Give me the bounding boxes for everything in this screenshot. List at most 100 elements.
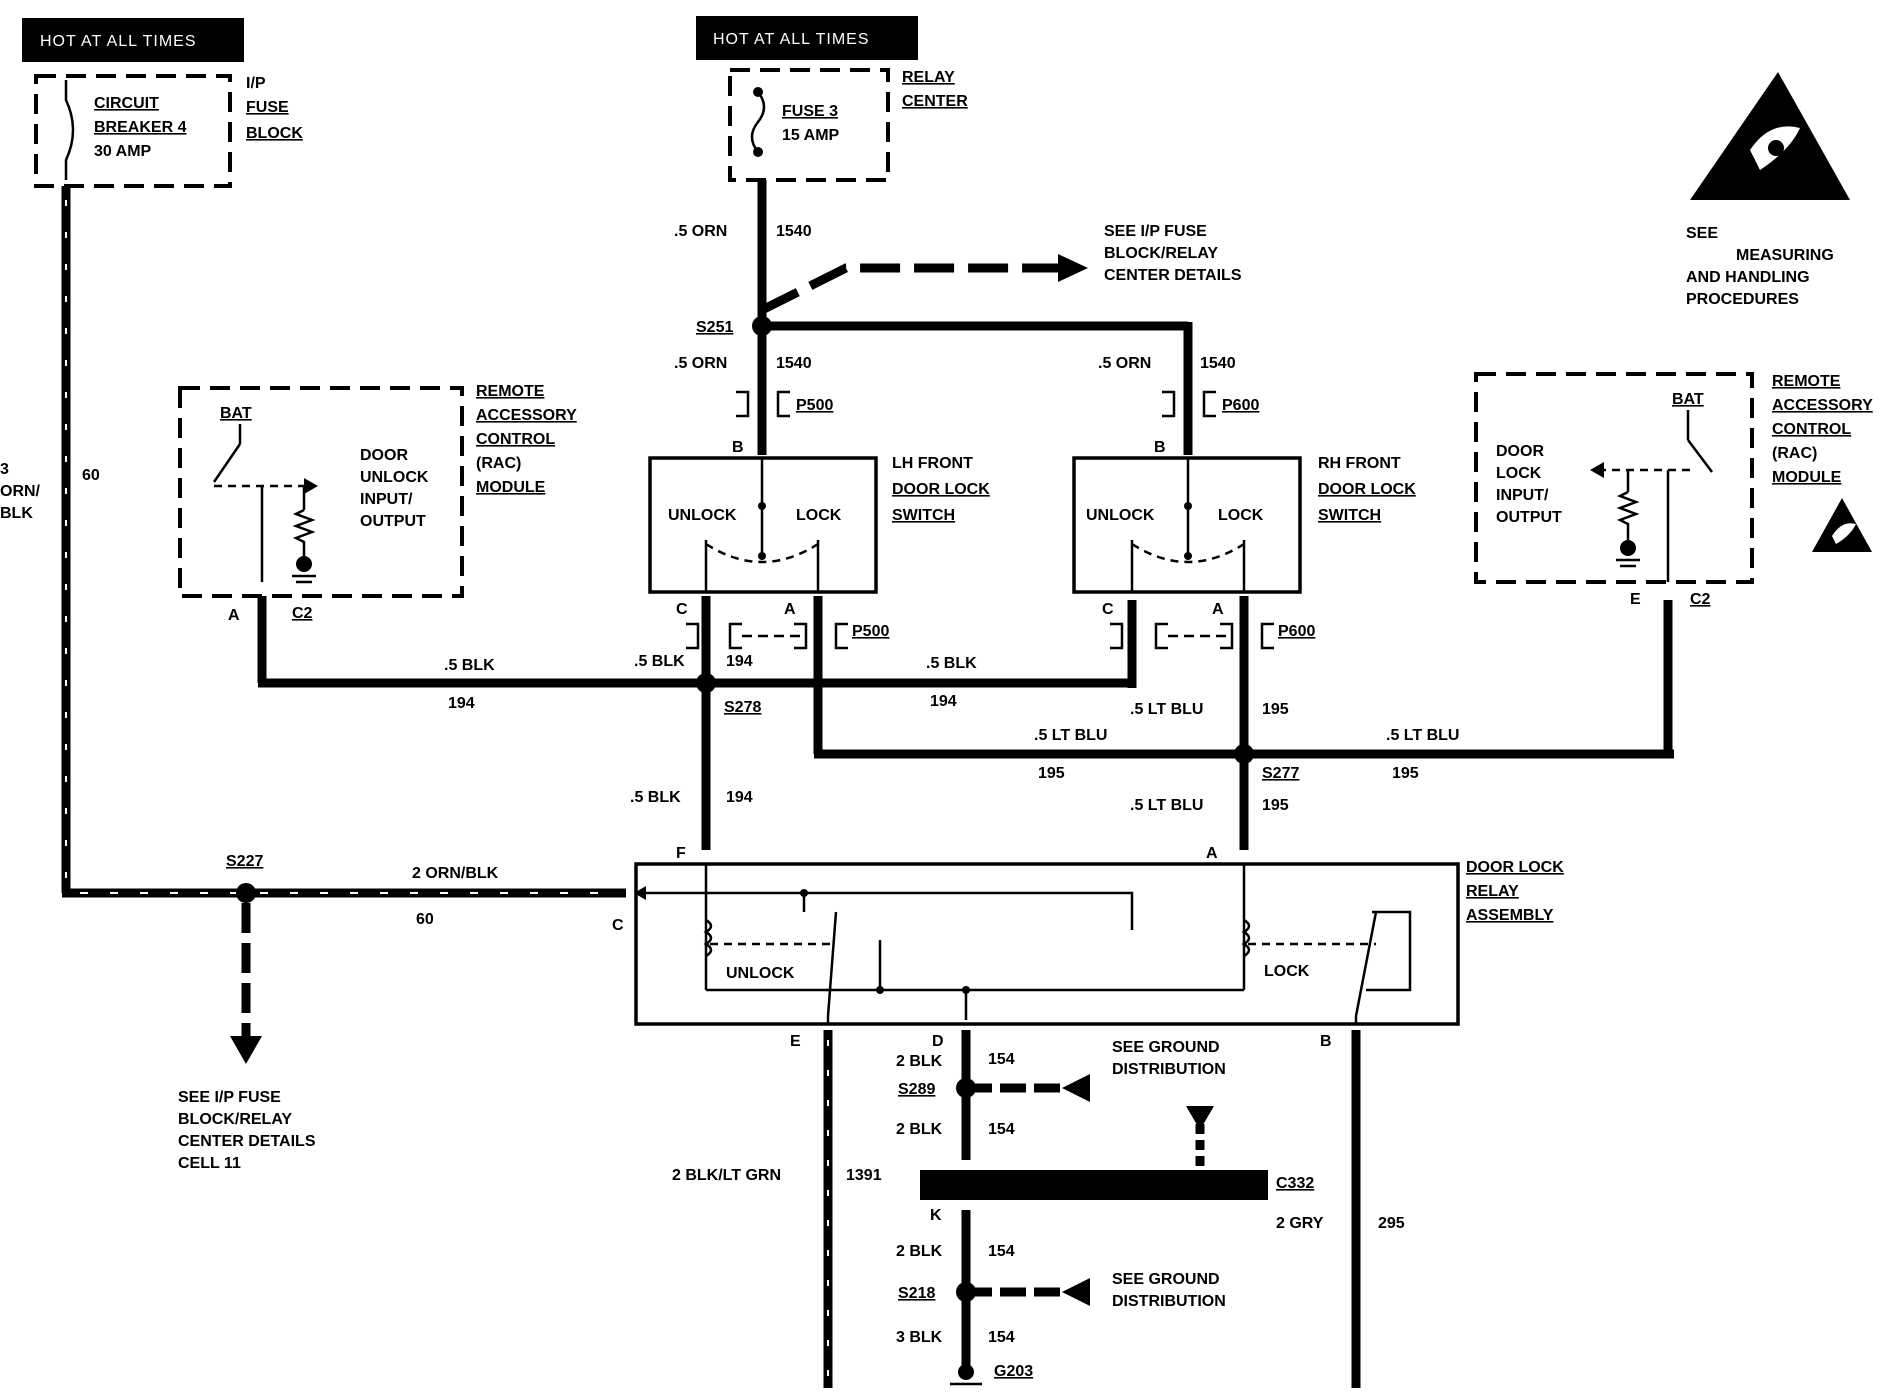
- wire-154-ground: [961, 1030, 1090, 1372]
- wire-label-3-orn-blk: 3 ORN/ BLK 60: [0, 461, 100, 522]
- wire-label-1540-upper: 1540: [776, 223, 812, 240]
- svg-text:SEE I/P FUSE: SEE I/P FUSE: [178, 1089, 281, 1106]
- wire-label-blk-ltgrn: 2 BLK/LT GRN: [672, 1167, 781, 1184]
- svg-text:REMOTE: REMOTE: [476, 383, 545, 400]
- svg-text:PROCEDURES: PROCEDURES: [1686, 291, 1799, 308]
- svg-text:LOCK: LOCK: [796, 507, 842, 524]
- splice-s278: [696, 673, 716, 693]
- svg-text:LH FRONT: LH FRONT: [892, 455, 973, 472]
- wire-label-blk-right: .5 BLK: [926, 655, 977, 672]
- wire-label-ltblu-down: .5 LT BLU: [1130, 797, 1203, 814]
- splice-s218: [956, 1282, 976, 1302]
- svg-text:UNLOCK: UNLOCK: [360, 469, 429, 486]
- svg-text:HOT AT ALL TIMES: HOT AT ALL TIMES: [713, 31, 870, 48]
- lh-switch-label: LH FRONT DOOR LOCK SWITCH: [892, 455, 990, 524]
- svg-text:ORN/: ORN/: [0, 483, 41, 500]
- svg-text:CONTROL: CONTROL: [1772, 421, 1851, 438]
- wire-label-2blk-c: 2 BLK: [896, 1243, 943, 1260]
- connector-p600-upper: P600: [1162, 390, 1259, 418]
- connector-p500-lower: P500: [686, 622, 889, 650]
- wire-label-2blk-b: 2 BLK: [896, 1121, 943, 1138]
- wire-label-195-up: 195: [1262, 701, 1289, 718]
- wire-label-blk-left: .5 BLK: [444, 657, 495, 674]
- rh-pin-c: C: [1102, 601, 1114, 618]
- connector-p600-lower: P600: [1110, 622, 1315, 650]
- svg-text:30 AMP: 30 AMP: [94, 143, 152, 160]
- esd-warning-icon: [1690, 72, 1850, 200]
- svg-text:FUSE 3: FUSE 3: [782, 103, 838, 120]
- svg-text:FUSE: FUSE: [246, 99, 289, 116]
- svg-text:BLOCK/RELAY: BLOCK/RELAY: [178, 1111, 292, 1128]
- rac-left-conn-c2: C2: [292, 605, 313, 622]
- wire-195-lt-blu: [813, 596, 1674, 850]
- wire-label-194-right: 194: [930, 693, 957, 710]
- wire-label-ltblu-right: .5 LT BLU: [1386, 727, 1459, 744]
- svg-text:MODULE: MODULE: [476, 479, 546, 496]
- svg-text:LOCK: LOCK: [1264, 963, 1310, 980]
- svg-text:(RAC): (RAC): [1772, 445, 1817, 462]
- svg-text:SEE GROUND: SEE GROUND: [1112, 1271, 1220, 1288]
- wire-label-blk-s278: .5 BLK: [634, 653, 685, 670]
- hot-label-center: HOT AT ALL TIMES: [696, 16, 918, 60]
- svg-text:SEE: SEE: [1686, 225, 1718, 242]
- svg-text:P600: P600: [1278, 623, 1315, 640]
- svg-text:A: A: [1206, 845, 1218, 862]
- svg-text:60: 60: [82, 467, 100, 484]
- wire-label-ltblu-mid: .5 LT BLU: [1034, 727, 1107, 744]
- see-ground-lower: SEE GROUND DISTRIBUTION: [1112, 1271, 1226, 1310]
- see-ground-upper: SEE GROUND DISTRIBUTION: [1112, 1039, 1226, 1078]
- svg-text:RELAY: RELAY: [902, 69, 955, 86]
- wire-label-154-d: 154: [988, 1329, 1015, 1346]
- svg-text:CIRCUIT: CIRCUIT: [94, 95, 159, 112]
- svg-text:UNLOCK: UNLOCK: [668, 507, 737, 524]
- svg-text:BLOCK/RELAY: BLOCK/RELAY: [1104, 245, 1218, 262]
- svg-text:AND HANDLING: AND HANDLING: [1686, 269, 1810, 286]
- svg-text:3: 3: [0, 461, 9, 478]
- splice-s227-label: S227: [226, 853, 263, 870]
- svg-text:B: B: [732, 439, 744, 456]
- wire-label-195-down: 195: [1262, 797, 1289, 814]
- wire-label-3blk: 3 BLK: [896, 1329, 943, 1346]
- svg-text:BLK: BLK: [0, 505, 33, 522]
- svg-text:C332: C332: [1276, 1175, 1314, 1192]
- svg-text:DISTRIBUTION: DISTRIBUTION: [1112, 1293, 1226, 1310]
- splice-s277: [1234, 744, 1254, 764]
- wire-label-295: 295: [1378, 1215, 1405, 1232]
- lh-door-lock-switch: B UNLOCK LOCK: [648, 439, 878, 594]
- svg-text:BAT: BAT: [220, 405, 252, 422]
- rh-pin-a: A: [1212, 601, 1224, 618]
- splice-s218-label: S218: [898, 1285, 935, 1302]
- svg-text:CENTER DETAILS: CENTER DETAILS: [1104, 267, 1242, 284]
- rac-label-left: REMOTE ACCESSORY CONTROL (RAC) MODULE: [476, 383, 577, 496]
- ip-fuse-block-label: I/P FUSE BLOCK: [246, 75, 303, 142]
- wire-label-154-a: 154: [988, 1051, 1015, 1068]
- svg-text:UNLOCK: UNLOCK: [726, 965, 795, 982]
- svg-text:K: K: [930, 1207, 942, 1224]
- svg-text:ACCESSORY: ACCESSORY: [1772, 397, 1873, 414]
- splice-s227: [236, 883, 256, 903]
- splice-s277-label: S277: [1262, 765, 1299, 782]
- wire-label-1540-lh: 1540: [776, 355, 812, 372]
- svg-text:CENTER: CENTER: [902, 93, 968, 110]
- esd-note: SEE MEASURING AND HANDLING PROCEDURES: [1686, 225, 1834, 308]
- circuit-breaker-4: CIRCUIT BREAKER 4 30 AMP: [34, 74, 232, 188]
- svg-text:ACCESSORY: ACCESSORY: [476, 407, 577, 424]
- wire-label-1391: 1391: [846, 1167, 882, 1184]
- wire-label-blk-down: .5 BLK: [630, 789, 681, 806]
- svg-text:RELAY: RELAY: [1466, 883, 1519, 900]
- wire-label-154-c: 154: [988, 1243, 1015, 1260]
- wire-label-195-mid: 195: [1038, 765, 1065, 782]
- arrow-to-ip-fuse-bottom: [230, 903, 262, 1064]
- rac-right-pin-e: E: [1630, 591, 1641, 608]
- door-lock-relay-assembly: F A C UNLOCK LOCK: [612, 845, 1460, 1026]
- splice-s251-label: S251: [696, 319, 733, 336]
- wire-label-194-left: 194: [448, 695, 475, 712]
- rac-module-right: BAT DOOR LOCK INPUT/ OUTPUT: [1474, 372, 1754, 584]
- svg-text:OUTPUT: OUTPUT: [1496, 509, 1562, 526]
- svg-text:C: C: [612, 917, 624, 934]
- svg-text:CENTER DETAILS: CENTER DETAILS: [178, 1133, 316, 1150]
- svg-text:(RAC): (RAC): [476, 455, 521, 472]
- wire-label-194-down: 194: [726, 789, 753, 806]
- connector-p500-upper: P500: [736, 390, 833, 418]
